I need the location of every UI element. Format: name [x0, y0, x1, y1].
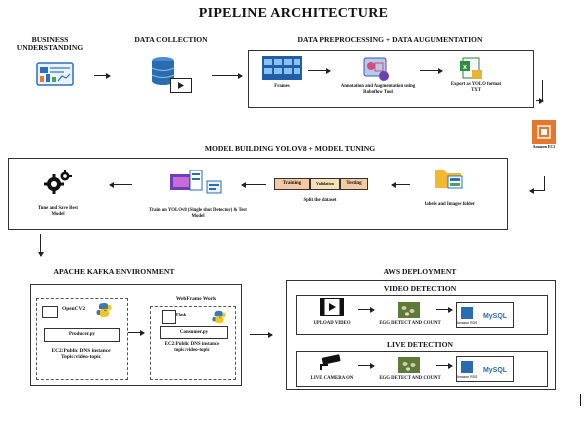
stage-business-understanding: BUSINESS UNDERSTANDING	[16, 35, 84, 52]
upload-video-label: UPLOAD VIDEO	[313, 321, 351, 326]
connector-preprocessing-turn	[536, 97, 544, 104]
producer-file: Producer.py	[44, 328, 120, 342]
stage-aws-deployment: AWS DEPLOYMENT	[383, 267, 457, 276]
video-detection-title: VIDEO DETECTION	[383, 284, 457, 293]
split-validation: Validation	[310, 178, 340, 190]
yolo-export-icon: x	[460, 56, 484, 82]
producer-info: EC2:Public DNS instance Topic:video-topi…	[51, 348, 111, 361]
tune-label: Tune and Save Best Model	[38, 206, 78, 217]
test-doc-icon	[206, 180, 222, 194]
stage-model-building: MODEL BUILDING YOLOV8 + MODEL TUNING	[204, 144, 376, 153]
split-testing: Testing	[340, 178, 368, 190]
annotation-label: Annotation and Augmentation using Robofl…	[340, 84, 416, 95]
arrow-egg-to-db-2	[436, 362, 453, 369]
arrow-folder-to-split	[391, 181, 410, 188]
split-training: Training	[274, 178, 310, 190]
live-detection-title: LIVE DETECTION	[386, 340, 454, 349]
yolo-train-icon	[170, 169, 204, 194]
arrow-upload-to-egg	[358, 306, 375, 313]
ec2-label: Amazon EC2	[532, 144, 556, 149]
train-label: Train on YOLOv8 (Single shot Detector) &…	[149, 208, 247, 219]
folder-icon	[434, 164, 464, 190]
arrow-model-to-kafka	[37, 234, 44, 257]
aws-ec2-icon	[532, 120, 556, 144]
arrow-producer-to-consumer	[128, 329, 145, 336]
python-icon	[96, 302, 112, 318]
stage-data-preprocessing: DATA PREPROCESSING + DATA AUGUMENTATION	[297, 35, 483, 44]
egg-detect-label-2: EGG DETECT AND COUNT	[379, 376, 441, 381]
export-label: Export as YOLO format TXT	[450, 82, 502, 93]
dashboard-icon	[36, 62, 74, 88]
connector-stub	[542, 100, 543, 101]
consumer-info: EC2:Public DNS instance topic:video-topi…	[164, 342, 220, 353]
arrow-annotation-to-export	[420, 67, 443, 74]
opencv-camera-icon	[42, 306, 58, 318]
flask-icon	[162, 310, 176, 324]
video-play-icon	[320, 298, 344, 316]
connector-ec2-left	[529, 187, 545, 194]
egg-detect-image-2	[398, 357, 420, 373]
arrow-business-to-collection	[94, 72, 111, 79]
arrow-split-to-train	[241, 181, 266, 188]
model-building-box	[8, 158, 508, 230]
arrow-camera-to-egg	[358, 362, 375, 369]
svg-text:MySQL: MySQL	[483, 367, 508, 374]
arrow-train-to-tune	[109, 181, 132, 188]
db-box-2: Amazon RDS MySQL	[456, 356, 514, 382]
live-camera-label: LIVE CAMERA ON	[310, 376, 354, 381]
gears-icon	[44, 170, 72, 196]
roboflow-annotation-icon	[362, 56, 390, 82]
egg-detect-image	[398, 302, 420, 318]
arrow-egg-to-db-1	[436, 306, 453, 313]
svg-text:MySQL: MySQL	[483, 313, 508, 320]
arrow-kafka-to-aws	[250, 331, 273, 338]
split-label: Split the dataset	[303, 198, 337, 203]
db-box-1: Amazon RDS MySQL	[456, 302, 514, 328]
page-title: PIPELINE ARCHITECTURE	[198, 6, 389, 21]
connector-ec2-down	[544, 176, 545, 190]
webframe-label: WebFrame Work	[175, 296, 217, 302]
egg-detect-label-1: EGG DETECT AND COUNT	[379, 321, 441, 326]
flask-label: Flask	[176, 312, 187, 317]
security-camera-icon	[318, 354, 344, 370]
frames-icon	[262, 56, 302, 80]
arrow-collection-to-preprocessing	[212, 72, 243, 79]
svg-text:Amazon RDS: Amazon RDS	[457, 321, 478, 325]
svg-text:x: x	[463, 64, 467, 71]
labels-folder-label: labels and Images folder	[425, 202, 475, 207]
opencv-label: OpenCV2	[62, 306, 86, 312]
frames-label: Frames	[274, 84, 290, 89]
database-icon	[150, 56, 180, 88]
consumer-file: Consumer.py	[160, 326, 228, 339]
video-file-icon	[170, 78, 192, 93]
python-icon-2	[212, 310, 226, 324]
text-cursor	[580, 394, 581, 406]
stage-apache-kafka: APACHE KAFKA ENVIRONMENT	[53, 267, 175, 276]
svg-text:Amazon RDS: Amazon RDS	[457, 375, 478, 379]
stage-data-collection: DATA COLLECTION	[134, 35, 208, 44]
connector-preprocessing-down	[542, 80, 543, 100]
arrow-frames-to-annotation	[308, 67, 331, 74]
